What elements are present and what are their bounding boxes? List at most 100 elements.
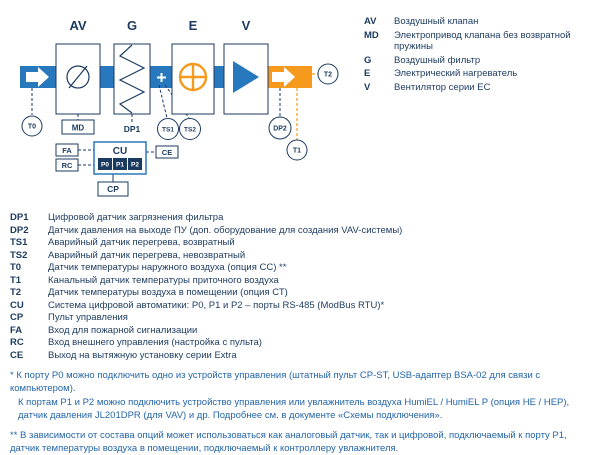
airflow-arrow-outlet-icon	[272, 67, 295, 87]
definition-key: TS1	[10, 237, 28, 248]
label-fan: V	[242, 18, 251, 33]
definition-key: DP1	[10, 212, 29, 223]
footnote-paragraph: * К порту P0 можно подключить одно из ус…	[10, 370, 541, 394]
legend-desc: Воздушный фильтр	[394, 54, 481, 66]
definition-desc: Аварийный датчик перегрева, возвратный	[48, 237, 235, 248]
top-section: AV G E V	[10, 8, 590, 204]
definition-key: FA	[10, 324, 23, 336]
connector-lines-orange	[296, 73, 318, 140]
heater-box	[171, 43, 215, 115]
svg-text:T2: T2	[324, 72, 332, 79]
definition-row: CP Пульт управления	[10, 312, 590, 325]
definition-row: CU Система цифровой автоматики: P0, P1 и…	[10, 300, 590, 313]
definition-row: TS1 Аварийный датчик перегрева, возвратн…	[10, 237, 590, 250]
svg-text:CE: CE	[162, 148, 172, 157]
definition-desc: Цифровой датчик загрязнения фильтра	[48, 212, 224, 223]
actuator-md-box: MD	[61, 119, 95, 135]
label-filter: G	[127, 18, 137, 33]
svg-text:P1: P1	[116, 162, 124, 169]
definition-desc: Канальный датчик температуры приточного …	[48, 274, 279, 286]
definition-desc: Датчик температуры воздуха в помещении (…	[48, 287, 288, 298]
definition-desc: Датчик давления на выходе ПУ (доп. обору…	[48, 224, 403, 236]
filter-zigzag-icon	[118, 44, 146, 114]
definition-row: CE Выход на вытяжную установку серии Ext…	[10, 350, 590, 363]
definition-desc: Пульт управления	[48, 312, 128, 323]
svg-text:T0: T0	[28, 124, 36, 131]
svg-text:FA: FA	[62, 146, 72, 155]
port-p0	[98, 158, 112, 170]
definition-key: T0	[10, 262, 22, 273]
duct-junction-icon	[154, 70, 169, 85]
definition-desc: Датчик температуры наружного воздуха (оп…	[48, 262, 287, 273]
definition-row: T1 Канальный датчик температуры приточно…	[10, 275, 590, 288]
definition-key: CU	[10, 299, 24, 311]
definition-row: DP2 Датчик давления на выходе ПУ (доп. о…	[10, 225, 590, 238]
definition-desc: Вход для пожарной сигнализации	[48, 324, 198, 336]
definition-key: T2	[10, 287, 22, 298]
legend-key: E	[364, 68, 371, 79]
fire-alarm-input-box: FA	[55, 143, 79, 157]
legend-key: AV	[364, 16, 377, 27]
legend-row: G Воздушный фильтр	[364, 55, 589, 67]
svg-text:CU: CU	[113, 146, 127, 157]
port-p2	[128, 158, 142, 170]
definition-key: T1	[10, 274, 22, 286]
legend-row: AV Воздушный клапан	[364, 16, 589, 28]
svg-text:T1: T1	[293, 148, 301, 155]
component-labels: AV G E V	[69, 18, 250, 33]
legend-desc: Вентилятор серии ЕС	[394, 81, 491, 93]
sensor-t2: T2	[317, 63, 339, 85]
control-panel-box: CP	[97, 181, 129, 197]
legend-key: MD	[364, 29, 379, 41]
legend: AV Воздушный клапан MD Электропривод кла…	[364, 8, 589, 95]
legend-row: E Электрический нагреватель	[364, 68, 589, 80]
label-heater: E	[189, 18, 198, 33]
svg-text:RC: RC	[62, 161, 73, 170]
definition-key: CE	[10, 349, 24, 361]
svg-text:P2: P2	[131, 162, 139, 169]
ahu-schematic: AV G E V	[20, 18, 339, 197]
definition-row: T2 Датчик температуры воздуха в помещени…	[10, 287, 590, 300]
svg-text:TS1: TS1	[162, 127, 174, 134]
sensor-t1: T1	[286, 139, 308, 161]
sensor-ts2: TS2	[179, 118, 201, 140]
definition-desc: Система цифровой автоматики: P0, P1 и P2…	[48, 299, 385, 311]
definition-row: T0 Датчик температуры наружного воздуха …	[10, 262, 590, 275]
svg-text:DP2: DP2	[273, 126, 287, 133]
sensor-dp2: DP2	[268, 116, 292, 140]
definition-key: TS2	[10, 249, 28, 261]
definition-row: TS2 Аварийный датчик перегрева, невозвра…	[10, 250, 590, 263]
definition-key: CP	[10, 312, 24, 323]
remote-control-input-box: RC	[55, 158, 79, 172]
control-unit-box: CU P0 P1 P2	[93, 141, 147, 175]
legend-desc: Электрический нагреватель	[394, 68, 518, 79]
svg-text:CP: CP	[107, 184, 119, 194]
legend-row: V Вентилятор серии ЕС	[364, 82, 589, 94]
sensor-dp1-label: DP1	[124, 124, 141, 134]
air-valve-box	[55, 43, 101, 115]
definition-row: DP1 Цифровой датчик загрязнения фильтра	[10, 212, 590, 225]
svg-text:MD: MD	[72, 124, 85, 133]
filter-box	[113, 43, 151, 115]
fan-box	[223, 43, 269, 115]
sensor-ts1: TS1	[157, 118, 179, 140]
airflow-arrow-icon	[26, 67, 49, 87]
legend-key: G	[364, 54, 372, 66]
sensor-t0: T0	[21, 115, 43, 137]
definition-desc: Вход внешнего управления (настройка с пу…	[48, 337, 262, 348]
definition-key: RC	[10, 337, 24, 348]
legend-key: V	[364, 81, 371, 93]
definition-desc: Аварийный датчик перегрева, невозвратный	[48, 249, 246, 261]
svg-text:TS2: TS2	[184, 127, 196, 134]
definition-row: FA Вход для пожарной сигнализации	[10, 325, 590, 338]
definition-key: DP2	[10, 224, 29, 236]
extract-output-box: CE	[155, 145, 179, 159]
footnotes: * К порту P0 можно подключить одно из ус…	[10, 370, 590, 455]
legend-desc: Воздушный клапан	[394, 16, 479, 27]
legend-row: MD Электропривод клапана без возвратной …	[364, 30, 589, 53]
footnote-paragraph: ** В зависимости от состава опций может …	[10, 430, 567, 454]
legend-desc: Электропривод клапана без возвратной пру…	[394, 29, 571, 53]
fan-triangle-icon	[233, 61, 259, 93]
definition-row: RC Вход внешнего управления (настройка с…	[10, 337, 590, 350]
